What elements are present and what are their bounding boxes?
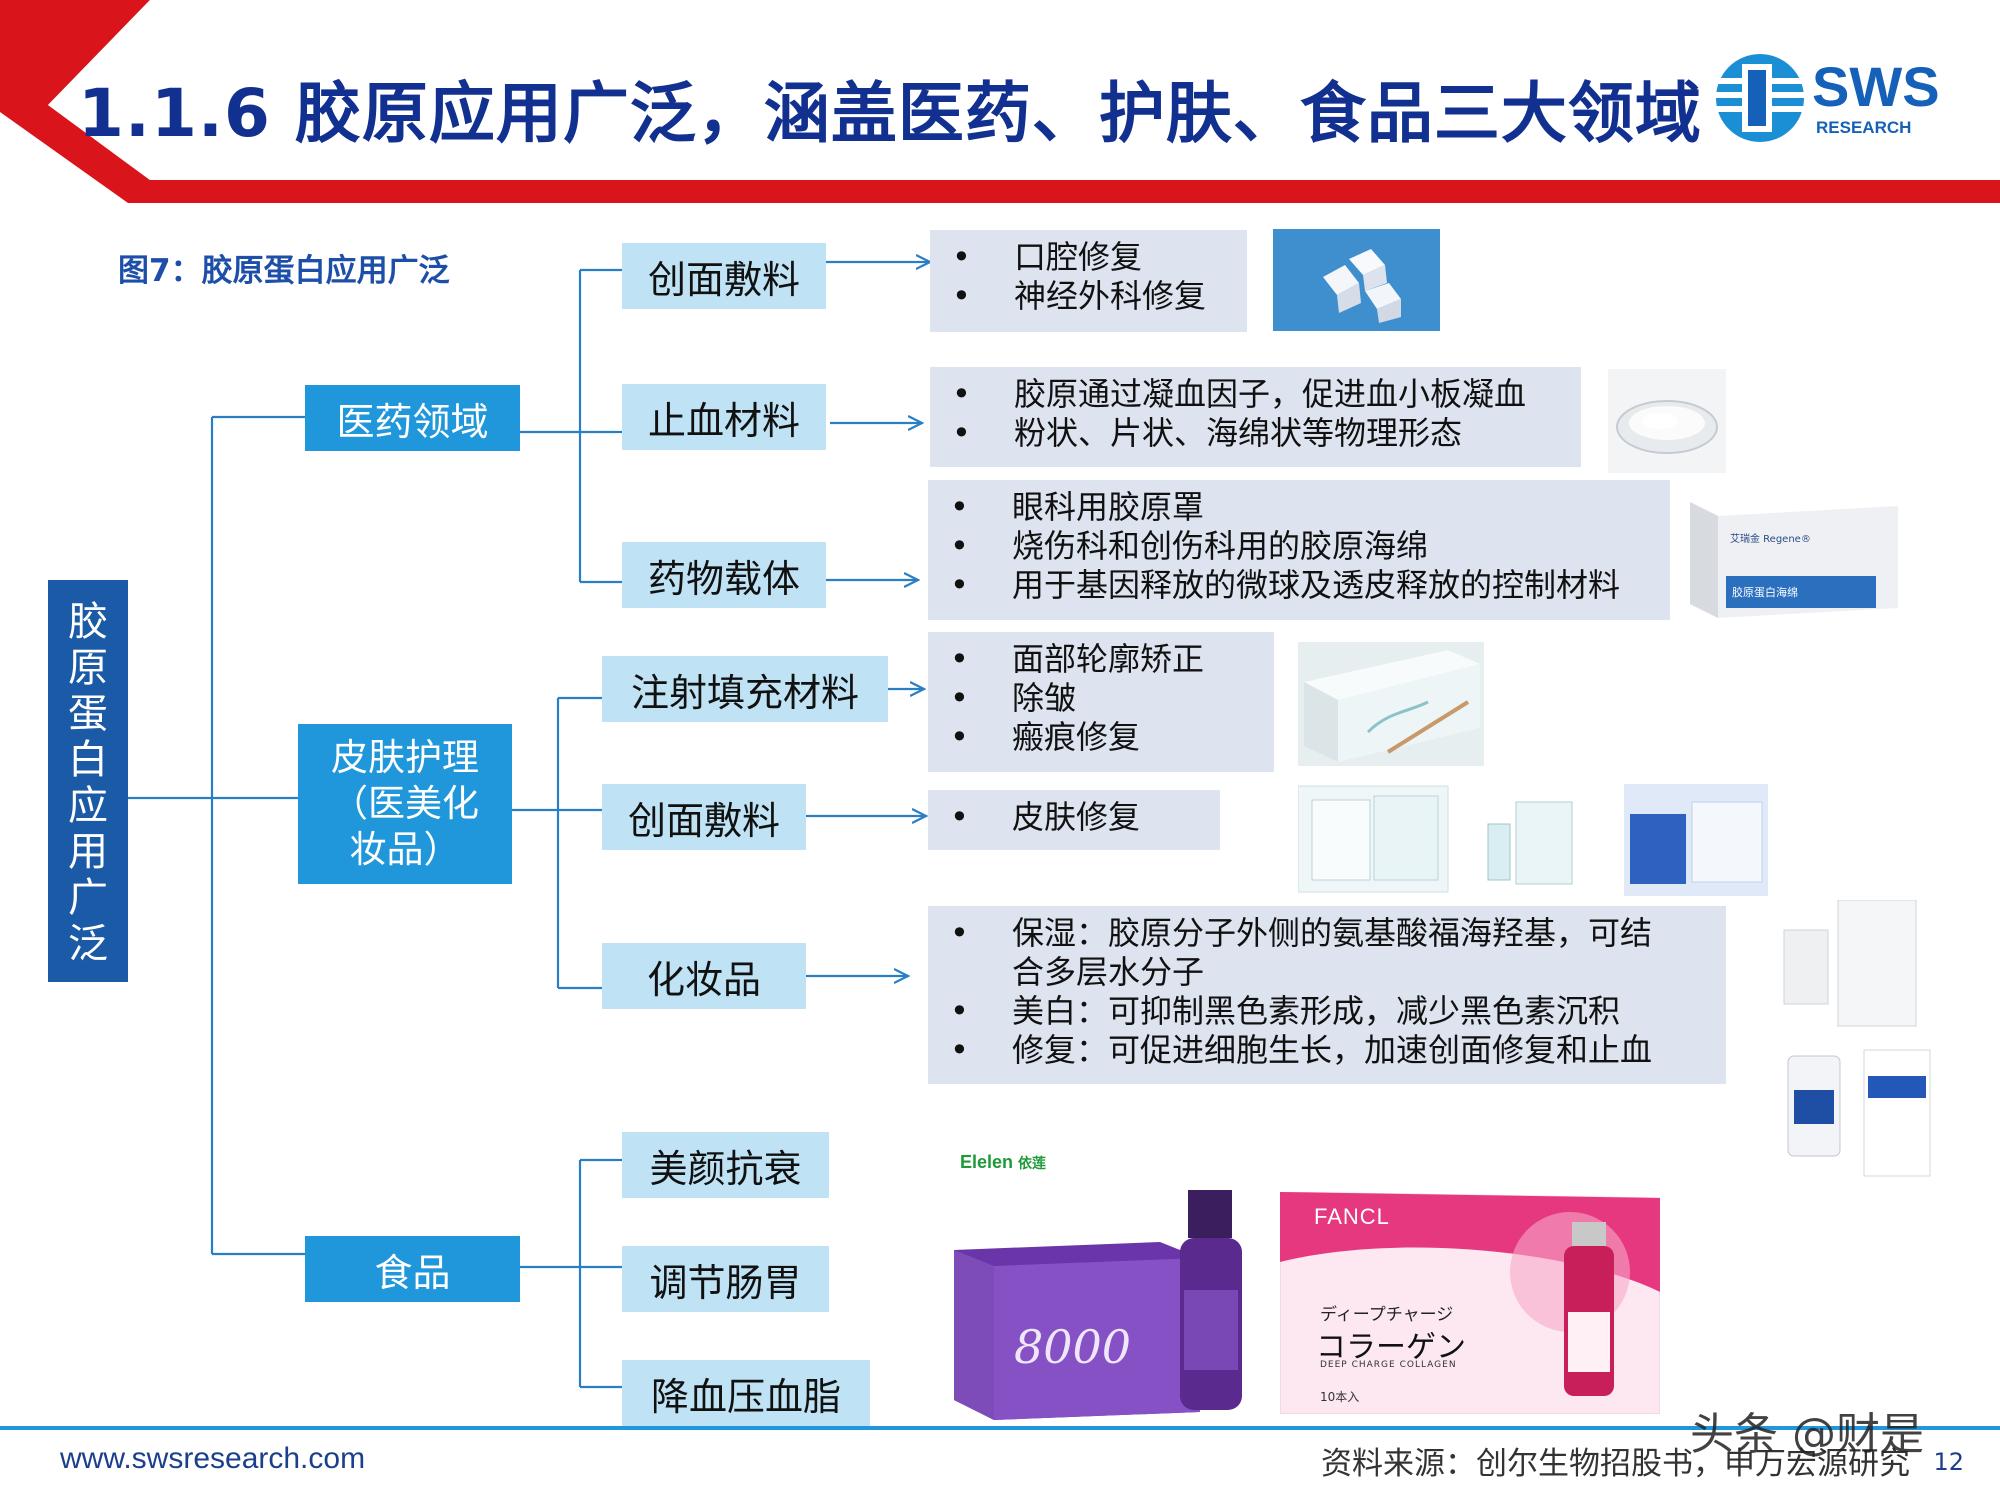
elelen-brand-cn: 依莲 bbox=[1018, 1155, 1047, 1171]
sub-cosmetics: 化妆品 bbox=[602, 943, 806, 1009]
detail-item: 神经外科修复 bbox=[930, 277, 1247, 316]
detail-item: 胶原通过凝血因子，促进血小板凝血 bbox=[930, 375, 1581, 414]
regene-product-label: 胶原蛋白海绵 bbox=[1732, 586, 1798, 599]
detail-item: 用于基因释放的微球及透皮释放的控制材料 bbox=[928, 566, 1670, 605]
page-number: 12 bbox=[1933, 1448, 1964, 1476]
detail-wound-skin: 皮肤修复 bbox=[928, 790, 1220, 850]
sub-gut-regulation: 调节肠胃 bbox=[622, 1246, 829, 1312]
root-char: 用 bbox=[68, 829, 108, 875]
detail-filler: 面部轮廓矫正 除皱 瘢痕修复 bbox=[928, 632, 1274, 772]
sub-wound-dressing-medical: 创面敷料 bbox=[622, 243, 826, 309]
powder-dish-image bbox=[1608, 369, 1726, 473]
root-char: 广 bbox=[68, 875, 108, 921]
detail-item: 修复：可促进细胞生长，加速创面修复和止血 bbox=[928, 1031, 1726, 1070]
sub-blood-pressure: 降血压血脂 bbox=[622, 1360, 870, 1426]
logo-subtext: RESEARCH bbox=[1816, 118, 1912, 137]
fancl-en-label: DEEP CHARGE COLLAGEN bbox=[1320, 1360, 1457, 1370]
detail-item: 眼科用胶原罩 bbox=[928, 488, 1670, 527]
category-skin-line: （医美化 bbox=[331, 782, 479, 825]
root-char: 白 bbox=[68, 737, 108, 783]
cosmetics-products-image bbox=[1778, 900, 1944, 1190]
elelen-drink-image: Elelen 依莲 8000 bbox=[950, 1150, 1260, 1420]
elelen-brand-label: Elelen 依莲 bbox=[960, 1152, 1046, 1173]
category-medical: 医药领域 bbox=[305, 385, 520, 451]
regene-box-image: 艾瑞金 Regene® 胶原蛋白海绵 bbox=[1690, 492, 1898, 618]
detail-item: 美白：可抑制黑色素形成，减少黑色素沉积 bbox=[928, 992, 1726, 1031]
watermark: 头条 @财是 bbox=[1690, 1409, 1924, 1460]
detail-item: 粉状、片状、海绵状等物理形态 bbox=[930, 414, 1581, 453]
detail-item: 除皱 bbox=[928, 679, 1274, 718]
root-char: 胶 bbox=[68, 599, 108, 645]
fancl-sub-label: ディープチャージ bbox=[1320, 1305, 1454, 1325]
root-char: 蛋 bbox=[68, 691, 108, 737]
detail-item: 面部轮廓矫正 bbox=[928, 640, 1274, 679]
detail-item: 烧伤科和创伤科用的胶原海绵 bbox=[928, 527, 1670, 566]
detail-item-continued: 合多层水分子 bbox=[1012, 953, 1205, 991]
detail-cosmetics: 保湿：胶原分子外侧的氨基酸福海羟基，可结 合多层水分子 美白：可抑制黑色素形成，… bbox=[928, 906, 1726, 1084]
wound-dressing-products-image bbox=[1298, 784, 1768, 896]
detail-item: 瘢痕修复 bbox=[928, 718, 1274, 757]
fancl-brand-label: FANCL bbox=[1314, 1204, 1390, 1229]
detail-hemostatic: 胶原通过凝血因子，促进血小板凝血 粉状、片状、海绵状等物理形态 bbox=[930, 367, 1581, 467]
root-char: 应 bbox=[68, 783, 108, 829]
fancl-drink-image: FANCL ディープチャージ コラーゲン DEEP CHARGE COLLAGE… bbox=[1280, 1192, 1660, 1414]
fancl-product-label: コラーゲン bbox=[1316, 1330, 1466, 1365]
category-skin: 皮肤护理 （医美化 妆品） bbox=[298, 724, 512, 884]
category-skin-line: 皮肤护理 bbox=[331, 736, 479, 779]
category-food: 食品 bbox=[305, 1236, 520, 1302]
detail-item: 口腔修复 bbox=[930, 238, 1247, 277]
sws-logo: SWS RESEARCH bbox=[1712, 50, 1962, 146]
category-skin-line: 妆品） bbox=[349, 828, 461, 871]
sub-hemostatic: 止血材料 bbox=[622, 384, 826, 450]
logo-globe-icon bbox=[1716, 54, 1804, 142]
fancl-count-label: 10本入 bbox=[1320, 1390, 1360, 1404]
logo-text: SWS bbox=[1812, 55, 1940, 118]
filler-box-image bbox=[1298, 642, 1484, 766]
elelen-product-label: 8000 bbox=[1014, 1320, 1132, 1374]
detail-drug-carrier: 眼科用胶原罩 烧伤科和创伤科用的胶原海绵 用于基因释放的微球及透皮释放的控制材料 bbox=[928, 480, 1670, 620]
detail-item: 保湿：胶原分子外侧的氨基酸福海羟基，可结 bbox=[928, 914, 1726, 953]
detail-wound-medical: 口腔修复 神经外科修复 bbox=[930, 230, 1247, 332]
root-node: 胶 原 蛋 白 应 用 广 泛 bbox=[48, 580, 128, 982]
sub-beauty-antiaging: 美颜抗衰 bbox=[622, 1132, 829, 1198]
source-note: 资料来源：创尔生物招股书，申万宏源研究 bbox=[1321, 1446, 1910, 1482]
sub-drug-carrier: 药物载体 bbox=[622, 542, 826, 608]
header-band bbox=[0, 0, 2000, 203]
footer-url[interactable]: www.swsresearch.com bbox=[60, 1442, 366, 1475]
figure-caption: 图7：胶原蛋白应用广泛 bbox=[118, 253, 450, 289]
footer-rule bbox=[0, 1426, 2000, 1430]
collagen-cubes-image bbox=[1273, 229, 1440, 331]
root-char: 泛 bbox=[68, 921, 108, 967]
sub-filler: 注射填充材料 bbox=[602, 656, 888, 722]
regene-brand-label: 艾瑞金 Regene® bbox=[1730, 534, 1811, 545]
elelen-brand: Elelen bbox=[960, 1152, 1014, 1172]
page-title: 1.1.6 胶原应用广泛，涵盖医药、护肤、食品三大领域 bbox=[78, 75, 1702, 152]
root-char: 原 bbox=[68, 645, 108, 691]
detail-item: 皮肤修复 bbox=[928, 798, 1220, 837]
sub-wound-dressing-skin: 创面敷料 bbox=[602, 784, 806, 850]
